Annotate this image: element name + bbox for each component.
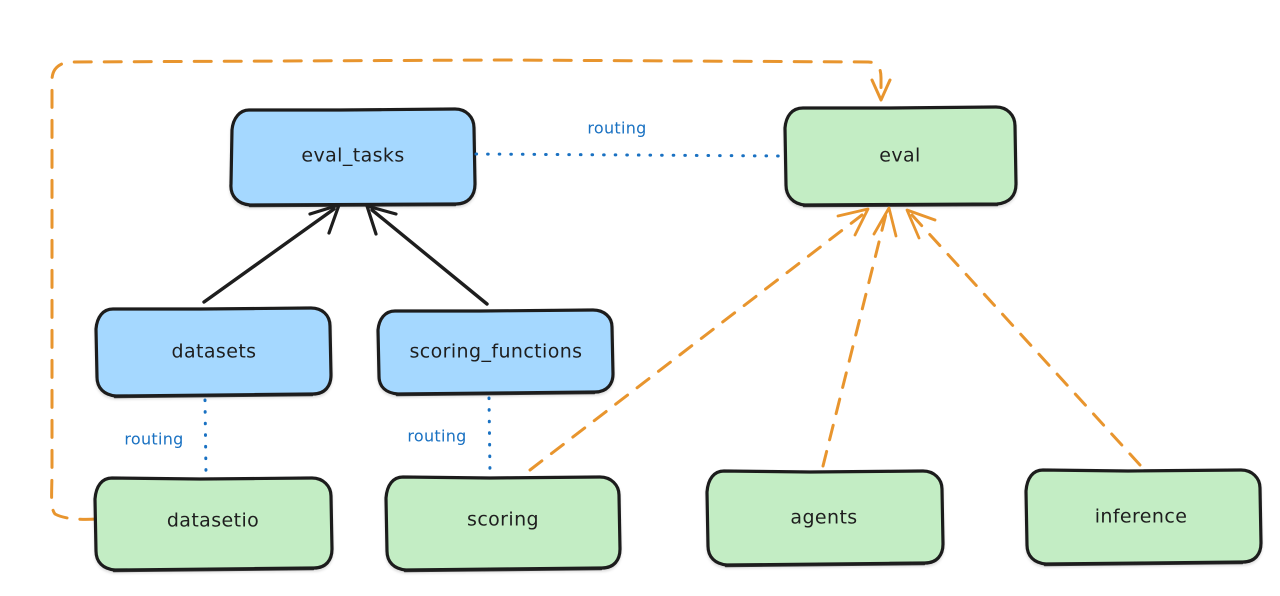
node-label-eval: eval: [879, 145, 920, 167]
node-label-eval-tasks: eval_tasks: [301, 145, 404, 167]
edge-datasetio-to-eval: [50, 58, 892, 521]
edge-agents-to-eval: [821, 206, 898, 468]
edge-scoring-functions-to-scoring: [487, 396, 492, 475]
node-datasetio[interactable]: datasetio: [93, 476, 334, 573]
node-inference[interactable]: inference: [1024, 468, 1263, 567]
node-label-datasets: datasets: [172, 341, 257, 363]
node-datasets[interactable]: datasets: [94, 306, 333, 399]
node-agents[interactable]: agents: [705, 469, 945, 568]
edge-inference-to-eval: [905, 208, 1142, 467]
edge-scoring-to-eval: [528, 207, 870, 472]
edge-label-routing-eval: routing: [587, 119, 646, 138]
edge-label-routing-datasetio: routing: [124, 430, 183, 449]
node-scoring-functions[interactable]: scoring_functions: [376, 308, 615, 397]
edge-eval-tasks-to-eval: [474, 152, 785, 158]
node-eval[interactable]: eval: [783, 105, 1018, 208]
edge-scoring-functions-to-eval-tasks: [365, 204, 489, 306]
node-label-agents: agents: [790, 507, 857, 529]
node-label-scoring: scoring: [467, 509, 539, 531]
edge-datasets-to-datasetio: [203, 398, 208, 476]
edge-label-routing-scoring: routing: [407, 427, 466, 446]
node-label-datasetio: datasetio: [167, 510, 259, 532]
node-label-scoring-functions: scoring_functions: [410, 341, 583, 363]
edge-datasets-to-eval-tasks: [202, 203, 341, 304]
node-scoring[interactable]: scoring: [384, 475, 622, 573]
node-label-inference: inference: [1095, 506, 1188, 528]
node-eval-tasks[interactable]: eval_tasks: [229, 107, 477, 208]
